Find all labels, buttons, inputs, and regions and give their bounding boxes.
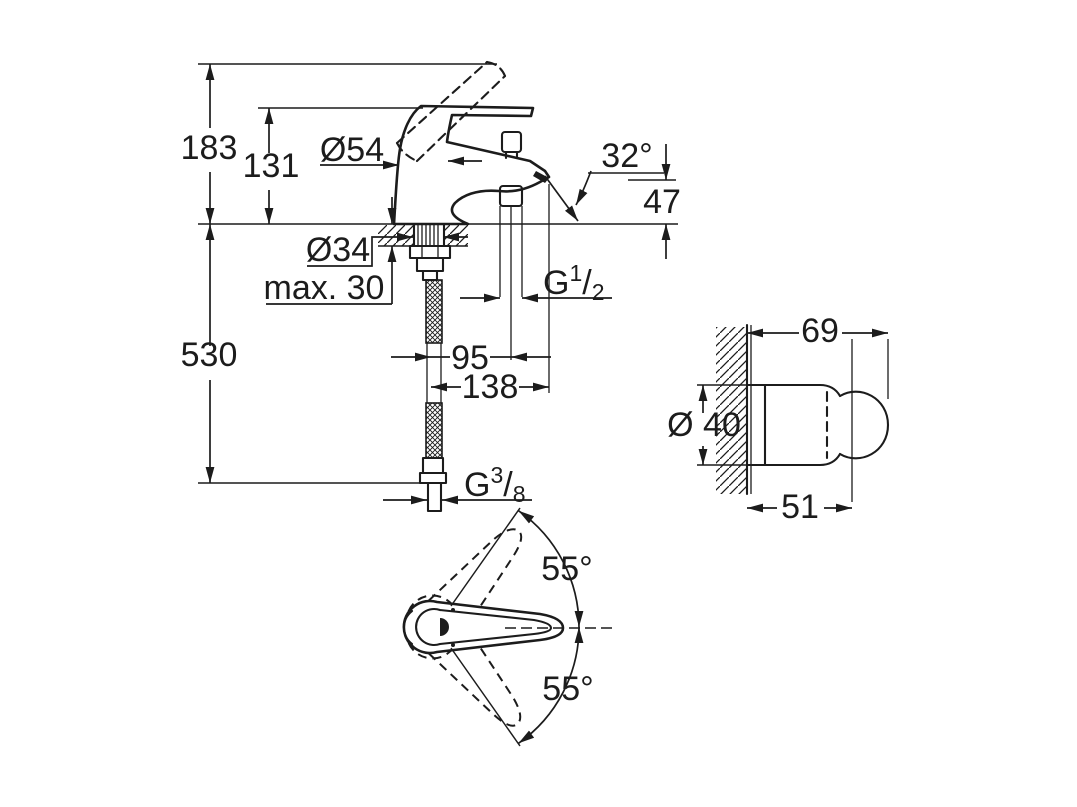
flexible-hose [418, 279, 448, 513]
dim-swing-upper-label: 55° [541, 550, 592, 588]
dim-spout-angle-label: 32° [601, 137, 652, 175]
dim-spout-angle: 32° [544, 137, 664, 222]
dim-hose-length: 530 [181, 224, 238, 483]
dim-max-deck-thickness: max. 30 [264, 197, 397, 307]
dim-shower-thread-label: G1/2 [543, 260, 605, 305]
dim-body-height-label: 131 [243, 147, 300, 185]
dim-body-height: 131 [243, 108, 300, 224]
dim-holder-total-depth-label: 69 [801, 312, 839, 350]
dim-holder-diameter: Ø 40 [667, 385, 741, 465]
dim-holder-total-depth: 69 [747, 312, 888, 350]
dim-swing-lower: 55° [518, 626, 594, 744]
dim-hole-diameter: Ø34 [306, 231, 468, 269]
spout-aerator [533, 171, 549, 183]
threaded-shank [412, 222, 446, 248]
lever-cap-arc [402, 609, 414, 646]
dim-hose-length-label: 530 [181, 336, 238, 374]
dim-holder-diameter-label: Ø 40 [667, 406, 741, 444]
swing-ray-down [450, 647, 521, 747]
wall-hatch [716, 327, 747, 494]
deck-hatch-right [444, 225, 468, 246]
dim-body-diameter: Ø54 [320, 131, 482, 170]
dim-holder-body-depth: 51 [747, 488, 852, 526]
dim-holder-body-depth-label: 51 [781, 488, 819, 526]
dim-total-height: 183 [181, 64, 238, 224]
dim-hole-diameter-label: Ø34 [306, 231, 370, 269]
lever-solid [402, 599, 565, 655]
dim-supply-thread-label: G3/8 [464, 462, 526, 507]
dim-outlet-height: 47 [628, 144, 681, 259]
holder-view: 69 Ø 40 51 [667, 312, 890, 526]
dim-shower-thread: G1/2 [460, 206, 612, 360]
dim-spout-projection-label: 138 [462, 368, 519, 406]
main-view: 183 131 530 Ø54 Ø34 [181, 60, 681, 513]
swing-ray-up [450, 507, 521, 607]
hose-edge-gap [426, 343, 442, 403]
deck-hatch-left [378, 225, 413, 246]
faucet-drawing [378, 60, 551, 513]
dim-swing-upper: 55° [518, 510, 593, 628]
diverter-knob-stem [504, 150, 519, 160]
lever-pin-bottom [451, 643, 455, 647]
lever-raised-dashed [395, 60, 507, 163]
dim-spout-projection: 138 [431, 184, 550, 406]
handle-view: 55° 55° [394, 507, 612, 747]
lever-hub-mark [440, 618, 449, 636]
dim-max-deck-label: max. 30 [264, 269, 385, 307]
dim-shower-projection: 95 [391, 339, 551, 377]
dim-total-height-label: 183 [181, 129, 238, 167]
faucet-body-outline [392, 104, 551, 226]
dim-body-diameter-label: Ø54 [320, 131, 384, 169]
lever-pin-top [451, 608, 455, 612]
diverter-knob [500, 130, 523, 154]
holder-knob [838, 390, 890, 460]
hose-end-fitting [418, 456, 448, 513]
dim-shower-projection-label: 95 [451, 339, 489, 377]
dim-outlet-height-label: 47 [643, 183, 681, 221]
dim-swing-lower-label: 55° [542, 670, 593, 708]
shank-nuts [408, 244, 452, 282]
mounting-deck [378, 225, 468, 247]
dim-supply-thread: G3/8 [383, 462, 532, 507]
